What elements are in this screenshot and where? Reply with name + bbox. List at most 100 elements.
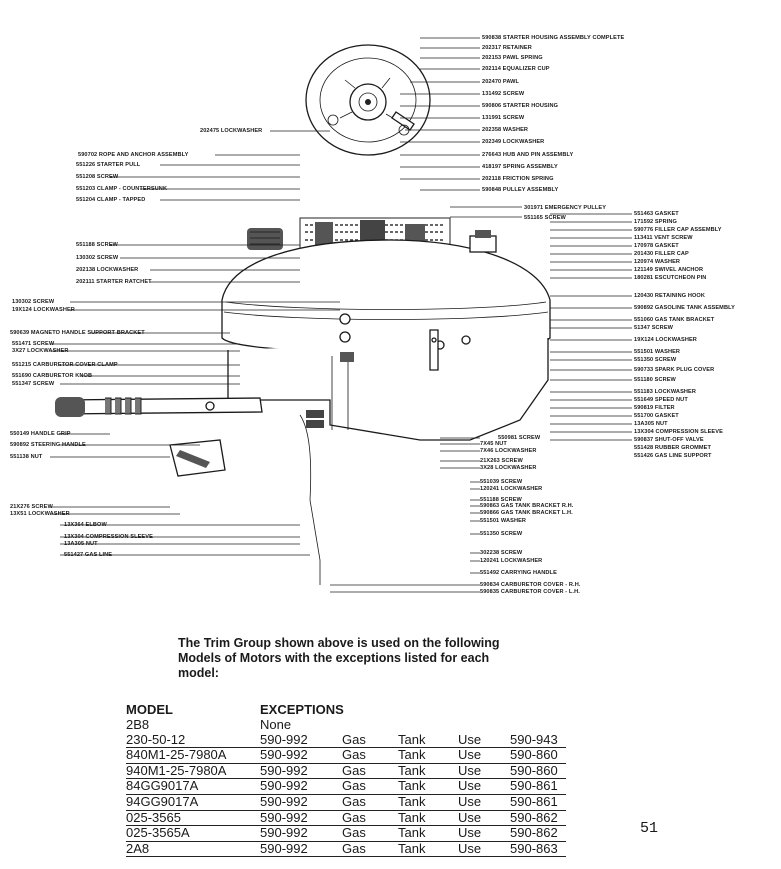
gas-cell: Gas	[342, 825, 366, 841]
part-label: 590806 STARTER HOUSING	[482, 103, 558, 109]
header-model: MODEL	[126, 702, 173, 717]
gas-tank-drawing	[221, 230, 551, 353]
exploded-parts-diagram: 590838 STARTER HOUSING ASSEMBLY COMPLETE…	[10, 35, 735, 595]
part-label: 418197 SPRING ASSEMBLY	[482, 164, 558, 170]
part-label: 113411 VENT SCREW	[634, 235, 693, 241]
use-cell	[458, 718, 510, 733]
part-label: 19X124 LOCKWASHER	[634, 337, 697, 343]
part-label: 202358 WASHER	[482, 127, 528, 133]
part-label: 590819 FILTER	[634, 405, 675, 411]
part-label: 302238 SCREW	[480, 550, 523, 556]
part-cell: 590-992	[260, 825, 308, 841]
tank-cell: Tank	[398, 793, 426, 809]
part-label: 202138 LOCKWASHER	[76, 267, 138, 273]
part-label: 120430 RETAINING HOOK	[634, 293, 705, 299]
use-cell: Use	[458, 809, 482, 825]
use-cell: Use	[458, 762, 482, 778]
part-label: 551649 SPEED NUT	[634, 397, 688, 403]
part-label: 276643 HUB AND PIN ASSEMBLY	[482, 152, 573, 158]
part-label: 7X46 LOCKWASHER	[480, 448, 537, 454]
tank-cell: Tank	[398, 762, 426, 778]
part-label: 551208 SCREW	[76, 174, 119, 180]
part-label: 590892 GASOLINE TANK ASSEMBLY	[634, 305, 735, 311]
use-cell: Use	[458, 825, 482, 841]
model-cell: 025-3565	[126, 809, 181, 825]
tank-cell: Tank	[398, 778, 426, 794]
part-label: 551183 LOCKWASHER	[634, 389, 696, 395]
part-label: 7X45 NUT	[480, 441, 507, 447]
part-label: 551180 SCREW	[634, 377, 677, 383]
gas-cell: Gas	[342, 747, 366, 763]
replacement-cell: 590-943	[510, 731, 558, 747]
part-label: 551188 SCREW	[480, 497, 523, 503]
part-label: 551138 NUT	[10, 454, 43, 460]
part-label: 202111 STARTER RATCHET	[76, 279, 152, 285]
replacement-cell: 590-863	[510, 840, 558, 856]
gas-cell	[342, 718, 398, 733]
tank-cell: Tank	[398, 747, 426, 763]
steering-handle-drawing	[55, 397, 263, 417]
part-label: 131991 SCREW	[482, 115, 525, 121]
handle-nut-drawing	[169, 439, 226, 477]
part-label: 590866 GAS TANK BRACKET L.H.	[480, 510, 573, 516]
part-label: 550149 HANDLE GRIP	[10, 431, 71, 437]
part-label: 3X28 LOCKWASHER	[480, 465, 537, 471]
part-label: 551492 CARRYING HANDLE	[480, 570, 557, 576]
part-label: 590892 STEERING HANDLE	[10, 442, 86, 448]
gas-cell: Gas	[342, 840, 366, 856]
part-cell: None	[260, 717, 292, 732]
part-label: 590639 MAGNETO HANDLE SUPPORT BRACKET	[10, 330, 145, 336]
part-label: 171592 SPRING	[634, 219, 677, 225]
part-label: 551690 CARBURETOR KNOB	[12, 373, 92, 379]
part-label: 590834 CARBURETOR COVER - R.H.	[480, 582, 581, 588]
replacement-cell: 590-861	[510, 778, 558, 794]
model-cell: 230-50-12	[126, 731, 186, 747]
part-label: 121149 SWIVEL ANCHOR	[634, 267, 703, 273]
gas-tank-bracket-drawing	[429, 329, 439, 371]
tank-cell: Tank	[398, 840, 426, 856]
model-cell: 84GG9017A	[126, 778, 199, 794]
part-label: 551501 WASHER	[480, 518, 526, 524]
part-cell: 590-992	[260, 762, 308, 778]
part-label: 551428 RUBBER GROMMET	[634, 445, 711, 451]
use-cell: Use	[458, 778, 482, 794]
gas-cell: Gas	[342, 793, 366, 809]
gas-cell: Gas	[342, 731, 366, 747]
model-cell: 2B8	[126, 717, 150, 732]
part-label: 202470 PAWL	[482, 79, 520, 85]
part-label: 13X51 LOCKWASHER	[10, 511, 70, 517]
part-label: 13A305 NUT	[634, 421, 668, 427]
part-label: 590837 SHUT-OFF VALVE	[634, 437, 704, 443]
part-label: 551350 SCREW	[480, 531, 523, 537]
part-label: 590835 CARBURETOR COVER - L.H.	[480, 589, 580, 595]
use-cell: Use	[458, 731, 482, 747]
part-label: 202114 EQUALIZER CUP	[482, 66, 550, 72]
part-label: 551350 SCREW	[634, 357, 677, 363]
part-label: 202317 RETAINER	[482, 45, 532, 51]
tank-cell: Tank	[398, 809, 426, 825]
part-label: 551215 CARBURETOR COVER CLAMP	[12, 362, 118, 368]
part-label: 551700 GASKET	[634, 413, 679, 419]
starter-pull-drawing	[247, 228, 283, 250]
part-label: 130302 SCREW	[76, 255, 119, 261]
part-label: 120241 LOCKWASHER	[480, 486, 542, 492]
replacement-cell	[510, 718, 566, 733]
part-label: 551471 SCREW	[12, 341, 55, 347]
gas-cell: Gas	[342, 762, 366, 778]
part-label: 551463 GASKET	[634, 211, 679, 217]
part-label: 551501 WASHER	[634, 349, 680, 355]
part-label: 590702 ROPE AND ANCHOR ASSEMBLY	[78, 152, 189, 158]
part-label: 551165 SCREW	[524, 215, 567, 221]
part-cell: 590-992	[260, 731, 308, 747]
model-cell: 840M1-25-7980A	[126, 747, 227, 763]
part-label: 590848 PULLEY ASSEMBLY	[482, 187, 558, 193]
part-label: 13X304 COMPRESSION SLEEVE	[64, 534, 153, 540]
part-label: 21X263 SCREW	[480, 458, 523, 464]
